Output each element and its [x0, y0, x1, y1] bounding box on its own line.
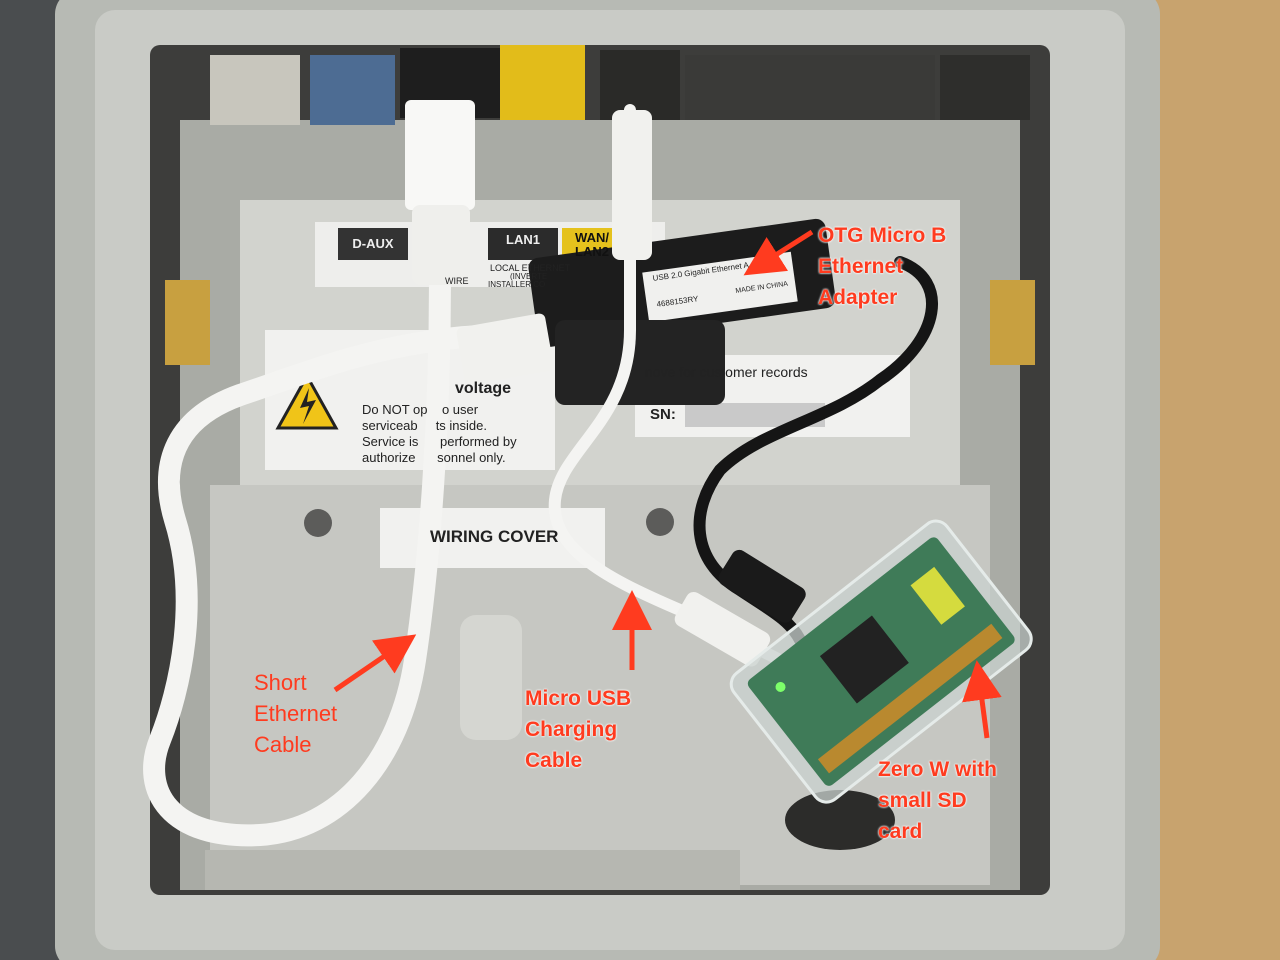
- antenna-left: [165, 280, 210, 365]
- charging-line-3: Cable: [525, 749, 583, 772]
- raspberry-pi-zero: [729, 519, 1033, 804]
- d-aux-label: D-AUX: [352, 236, 394, 251]
- charging-line-2: Charging: [525, 718, 618, 741]
- charging-line-1: Micro USB: [525, 687, 632, 710]
- lan1-block: [488, 228, 558, 260]
- usb-connector-top: [612, 110, 652, 260]
- ethernet-cable-annotation: Short Ethernet Cable: [254, 667, 337, 760]
- wan-label: WAN/: [575, 230, 609, 245]
- cover-mount: [460, 615, 522, 740]
- installer-label: INSTALLER CO: [488, 280, 546, 289]
- warning-line-4: authorize sonnel only.: [362, 450, 506, 465]
- zero-w-annotation: Zero W with small SD card: [878, 754, 997, 847]
- sn-label: SN:: [650, 406, 676, 423]
- lan2-label: LAN2: [575, 244, 609, 259]
- inverter-label: (INVERTE: [510, 272, 548, 281]
- records-text: nove for customer records: [645, 364, 808, 380]
- adapter-body-lower: [555, 320, 725, 405]
- zero-line-3: card: [878, 820, 923, 843]
- rj45-boot-top: [412, 205, 470, 285]
- ethernet-line-3: Cable: [254, 732, 312, 757]
- status-led: [775, 681, 786, 692]
- rj45-plug-side: [456, 313, 554, 385]
- heatsink: [819, 615, 909, 704]
- cable-grommet: [785, 790, 895, 850]
- screw-right: [646, 508, 674, 536]
- d-aux-block: [338, 228, 408, 260]
- gpio-header: [817, 623, 1003, 774]
- otg-line-1: OTG Micro B: [818, 224, 947, 247]
- warning-line-2: serviceab ts inside.: [362, 418, 487, 433]
- warning-heading: voltage: [455, 380, 512, 397]
- cover-front: [205, 850, 740, 890]
- screw-left: [304, 509, 332, 537]
- otg-line-3: Adapter: [818, 286, 898, 309]
- otg-arrow: [743, 229, 814, 276]
- lan1-label: LAN1: [506, 232, 540, 247]
- otg-line-2: Ethernet: [818, 255, 904, 278]
- port-block-5: [600, 50, 680, 120]
- lightning-icon: [300, 388, 316, 424]
- charging-cable-annotation: Micro USB Charging Cable: [525, 683, 631, 776]
- wire-label: WIRE: [445, 276, 469, 286]
- port-block-7: [940, 55, 1030, 120]
- black-micro-plug: [718, 549, 806, 623]
- zero-line-2: small SD: [878, 789, 967, 812]
- dark-conduit: [0, 0, 60, 960]
- yellow-port: [500, 45, 585, 120]
- port-block-1: [210, 55, 300, 125]
- antenna-right: [990, 280, 1035, 365]
- white-ethernet-cable: [143, 269, 531, 847]
- ethernet-line-1: Short: [254, 670, 307, 695]
- otg-adapter-annotation: OTG Micro B Ethernet Adapter: [818, 220, 946, 313]
- port-block-6: [685, 55, 935, 120]
- warning-line-3: Service is performed by: [362, 434, 517, 449]
- ethernet-arrow: [333, 634, 417, 693]
- warning-line-1: Do NOT op o user: [362, 402, 479, 417]
- port-block-2: [310, 55, 395, 125]
- ethernet-line-2: Ethernet: [254, 701, 338, 726]
- local-ethernet-label: LOCAL ETHERNET: [490, 263, 571, 273]
- sd-card: [910, 566, 965, 625]
- zero-line-1: Zero W with: [878, 758, 997, 781]
- wiring-cover-label: WIRING COVER: [430, 527, 559, 546]
- rj45-plug-top: [405, 100, 475, 210]
- white-micro-plug: [674, 591, 771, 667]
- zero-arrow: [962, 660, 1002, 739]
